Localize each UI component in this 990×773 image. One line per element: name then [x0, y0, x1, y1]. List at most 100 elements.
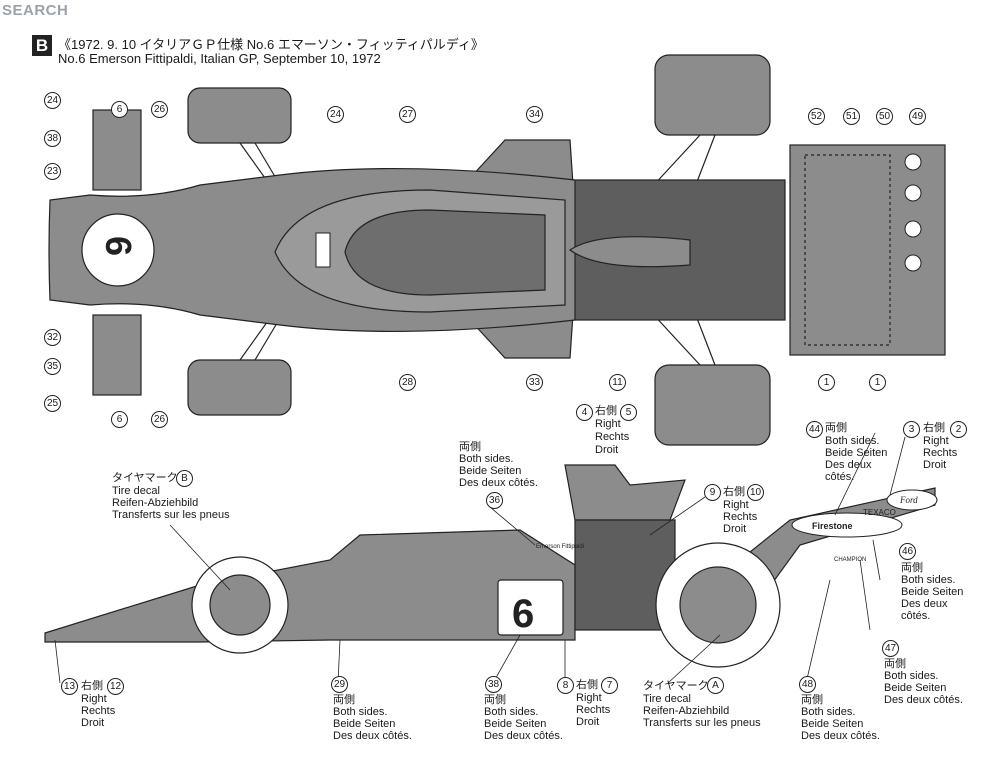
part-number: 38 [44, 130, 61, 147]
part-number: 51 [843, 108, 860, 125]
front-wing-top [92, 109, 142, 191]
car-number-top: 6 [98, 236, 139, 256]
part-number: 7 [601, 677, 618, 694]
driver-name-decal: Emerson Fittipaldi [536, 544, 584, 550]
champion-decal: CHAMPION [834, 557, 866, 563]
car-number-side: 6 [512, 592, 534, 636]
label-right: Rechts [723, 511, 758, 523]
wing-bolt [904, 153, 922, 171]
label-both: Both sides. [484, 706, 539, 718]
label-right: Rechts [595, 431, 630, 443]
label-both: Beide Seiten [484, 718, 547, 730]
title-english: No.6 Emerson Fittipaldi, Italian GP, Sep… [58, 51, 381, 66]
rear-rim [679, 566, 757, 644]
label-both: Des deux côtés. [801, 730, 880, 742]
label-right-jp: 右側 [595, 405, 617, 417]
label-both: côtés. [825, 471, 855, 483]
label-both: Beide Seiten [901, 586, 964, 598]
airbox-top [568, 236, 691, 268]
label-both: Beide Seiten [825, 447, 888, 459]
part-number: 23 [44, 163, 61, 180]
part-number: 35 [44, 358, 61, 375]
watermark-text: SEARCH [2, 2, 69, 19]
label-both: Des deux côtés. [459, 477, 538, 489]
label-tire: Tire decal [643, 693, 691, 705]
part-number: 34 [526, 106, 543, 123]
label-right-jp: 右側 [923, 422, 945, 434]
label-both: Des deux [901, 598, 948, 610]
label-both: Both sides. [333, 706, 388, 718]
part-number: 11 [609, 374, 626, 391]
label-tire: Transferts sur les pneus [112, 509, 230, 521]
rear-suspension [639, 134, 716, 366]
front-tire-bottom [187, 359, 292, 416]
label-both: Both sides. [801, 706, 856, 718]
part-number: 27 [399, 106, 416, 123]
part-number: 46 [899, 543, 916, 560]
number-panel-side [497, 579, 564, 636]
side-body [44, 529, 576, 643]
key-letter: B [176, 470, 193, 487]
part-number: 25 [44, 395, 61, 412]
part-number: 24 [327, 106, 344, 123]
label-both: Beide Seiten [801, 718, 864, 730]
label-tire: Tire decal [112, 485, 160, 497]
label-both: Beide Seiten [333, 718, 396, 730]
label-both: Des deux côtés. [333, 730, 412, 742]
rear-wing [789, 144, 946, 356]
label-right: Right [576, 692, 602, 704]
part-number: 49 [909, 108, 926, 125]
firestone-decal [791, 512, 903, 538]
label-both-jp: 両側 [459, 441, 481, 453]
label-both: Both sides. [825, 435, 880, 447]
wing-bolt [904, 220, 922, 238]
part-number: 47 [882, 640, 899, 657]
front-rim [209, 574, 271, 636]
ford-decal [886, 489, 938, 511]
part-number: 44 [806, 421, 823, 438]
firestone-label: Firestone [812, 521, 853, 531]
tire-decal-a-title: タイヤマーク [643, 680, 709, 692]
label-tire: Reifen-Abziehbild [643, 705, 730, 717]
label-both-jp: 両側 [484, 694, 506, 706]
part-number: 5 [620, 404, 637, 421]
part-number: 12 [107, 678, 124, 695]
label-right-jp: 右側 [723, 486, 745, 498]
label-both: Des deux côtés. [884, 694, 963, 706]
part-number: 29 [331, 676, 348, 693]
part-number: 6 [111, 101, 128, 118]
leader-lines [54, 432, 906, 685]
part-number: 50 [876, 108, 893, 125]
front-wing-bottom [92, 314, 142, 396]
wing-bolt [904, 254, 922, 272]
label-tire: Transferts sur les pneus [643, 717, 761, 729]
airbox-side [564, 464, 686, 521]
label-right: Droit [723, 523, 747, 535]
label-both: Des deux [825, 459, 872, 471]
label-right: Rechts [81, 705, 116, 717]
label-both: Des deux côtés. [484, 730, 563, 742]
part-number: 9 [704, 484, 721, 501]
label-both-jp: 両側 [825, 422, 847, 434]
label-right: Right [723, 499, 749, 511]
label-right: Rechts [576, 704, 611, 716]
part-number: 36 [486, 492, 503, 509]
texaco-side: TEXACO [863, 508, 896, 517]
label-both: Beide Seiten [459, 465, 522, 477]
label-both: Both sides. [884, 670, 939, 682]
section-badge: B [32, 35, 52, 56]
part-number: 2 [950, 421, 967, 438]
part-number: 33 [526, 374, 543, 391]
label-both: Both sides. [901, 574, 956, 586]
part-number: 38 [485, 676, 502, 693]
part-number: 32 [44, 329, 61, 346]
part-number: 26 [151, 101, 168, 118]
part-number: 3 [903, 421, 920, 438]
part-number: 24 [44, 92, 61, 109]
label-both: Beide Seiten [884, 682, 947, 694]
label-right: Right [595, 418, 621, 430]
front-suspension [239, 142, 281, 361]
part-number: 48 [799, 676, 816, 693]
part-number: 52 [808, 108, 825, 125]
